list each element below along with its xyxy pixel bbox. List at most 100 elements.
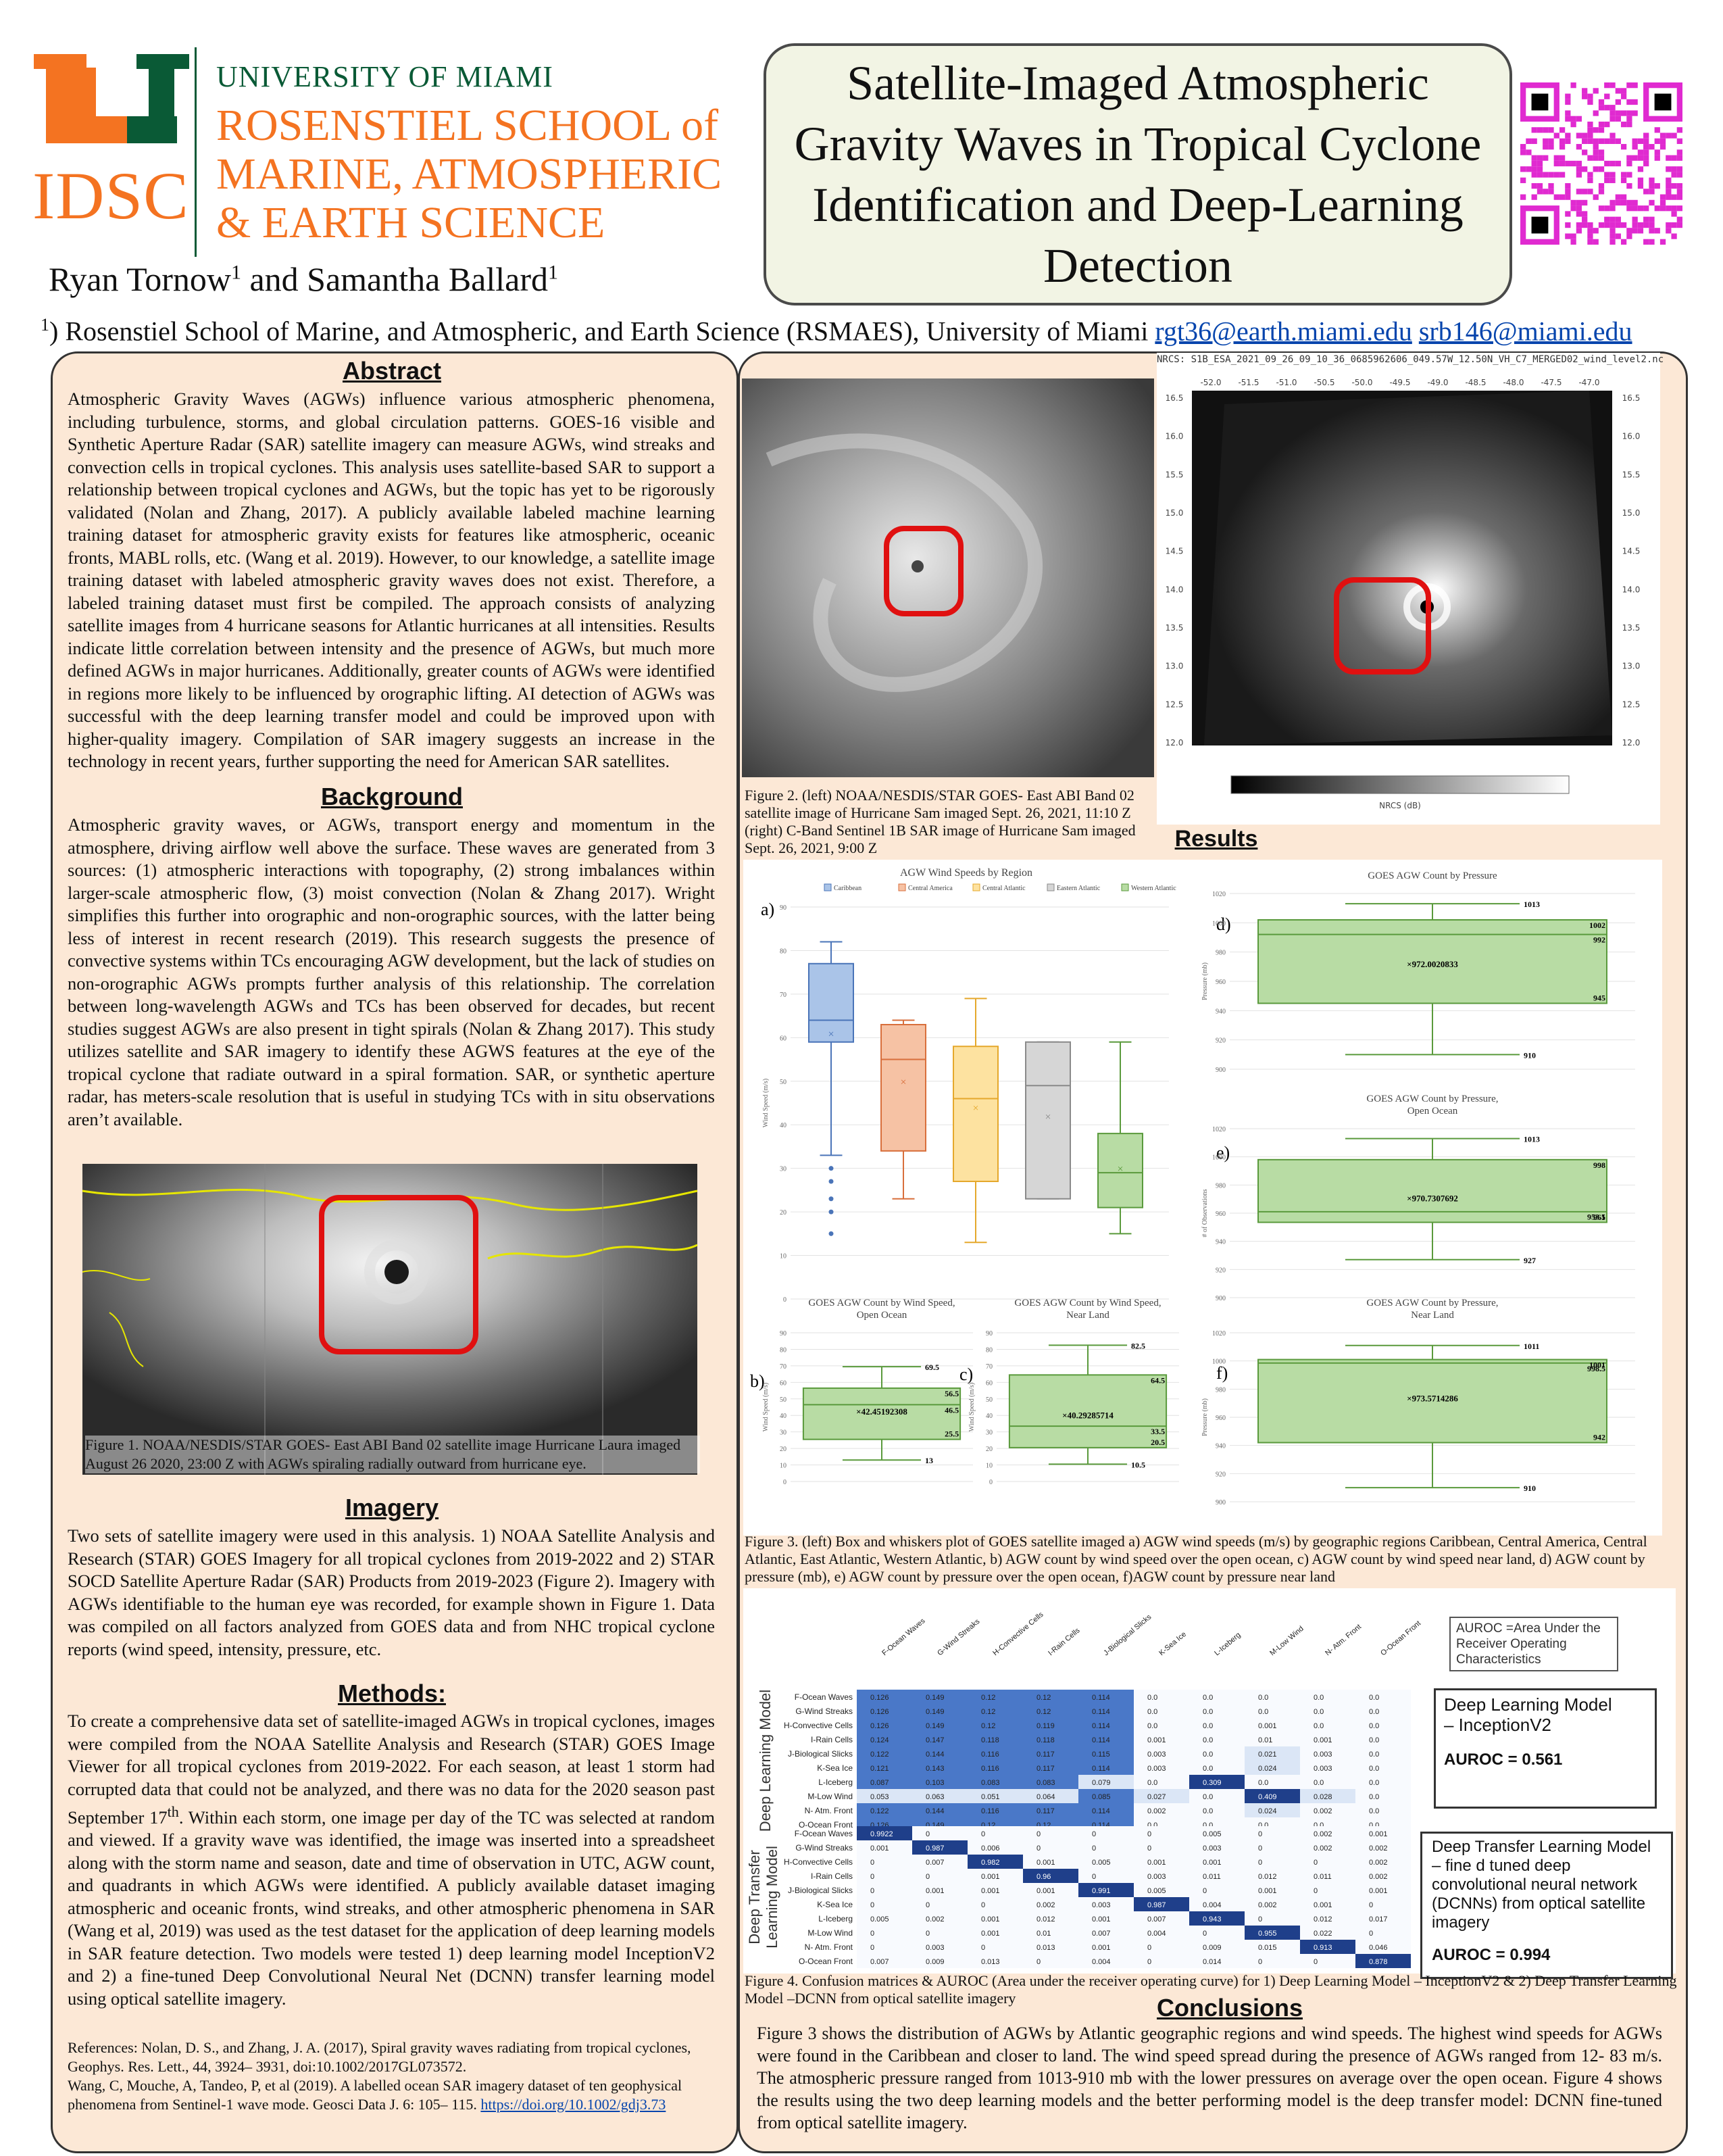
matrix-cell: [912, 1746, 968, 1761]
chart-title: Open Ocean: [1407, 1106, 1458, 1117]
qr-module: [1615, 216, 1621, 222]
matrix-cell: [1300, 1855, 1355, 1869]
matrix-column-header: F-Ocean Waves: [880, 1617, 927, 1657]
qr-module: [1548, 189, 1554, 195]
qr-module: [1609, 82, 1616, 89]
data-label: 10.5: [1131, 1460, 1145, 1469]
qr-module: [1526, 149, 1532, 155]
matrix-cell-value: 0.024: [1258, 1765, 1277, 1773]
qr-module: [1582, 132, 1588, 139]
matrix-cell: [1245, 1940, 1300, 1954]
matrix-cell-value: 0.0: [1203, 1694, 1213, 1702]
matrix-cell: [1245, 1926, 1300, 1940]
matrix-cell: [857, 1704, 912, 1718]
matrix-cell: [1245, 1911, 1300, 1926]
qr-module: [1531, 160, 1537, 167]
matrix-cell: [1078, 1855, 1134, 1869]
qr-module: [1620, 144, 1627, 150]
qr-module: [1632, 82, 1638, 89]
qr-module: [1604, 177, 1610, 183]
qr-module: [1531, 172, 1537, 178]
matrix-cell-value: 0: [870, 1873, 874, 1881]
qr-module: [1666, 189, 1672, 195]
sar-plot: -52.0-51.5-51.0-50.5-50.0-49.5-49.0-48.5…: [1166, 378, 1641, 810]
matrix-cell: [912, 1803, 968, 1817]
mean-marker: ×: [828, 1029, 834, 1040]
matrix-cell-value: 0.0: [1314, 1694, 1324, 1702]
qr-module: [1570, 121, 1576, 128]
qr-module: [1649, 199, 1655, 206]
matrix-cell-value: 0: [981, 1944, 985, 1952]
email-link[interactable]: srb146@miami.edu: [1418, 316, 1632, 347]
email-link[interactable]: rgt36@earth.miami.edu: [1155, 316, 1412, 347]
y-tick-label: 0: [783, 1296, 786, 1304]
matrix-column-header: I-Rain Cells: [1047, 1626, 1082, 1657]
matrix-cell-value: 0.0: [1369, 1750, 1379, 1759]
qr-code[interactable]: [1520, 82, 1682, 245]
qr-module: [1676, 155, 1682, 161]
qr-module: [1626, 116, 1632, 122]
mean-label: ×970.7307692: [1407, 1194, 1458, 1204]
qr-module: [1626, 160, 1632, 167]
qr-module: [1582, 88, 1588, 94]
qr-module: [1520, 177, 1526, 183]
author-list: Ryan Tornow1 and Samantha Ballard1: [49, 260, 558, 299]
qr-module: [1676, 138, 1682, 145]
qr-module: [1520, 194, 1526, 200]
y-axis-label: # of Observations: [1201, 1189, 1209, 1237]
matrix-cell-value: 0.003: [1314, 1765, 1332, 1773]
chart-f: f)GOES AGW Count by Pressure,Near Land90…: [1201, 1298, 1635, 1506]
chart-title: GOES AGW Count by Wind Speed,: [808, 1298, 955, 1308]
mean-label: ×42.45192308: [856, 1406, 907, 1417]
affiliation-text: ) Rosenstiel School of Marine, and Atmos…: [49, 316, 1155, 347]
qr-module: [1649, 177, 1655, 183]
matrix-row-header: J-Biological Slicks: [788, 1886, 853, 1895]
matrix-cell-value: 0.001: [926, 1887, 945, 1895]
legend-label: Eastern Atlantic: [1057, 885, 1101, 892]
qr-module: [1559, 155, 1566, 161]
y-tick-label: 980: [1216, 1386, 1226, 1394]
matrix-column-header: G-Wind Streaks: [936, 1617, 982, 1657]
matrix-cell-value: 0.0: [1203, 1807, 1213, 1815]
qr-module: [1565, 110, 1571, 116]
chart-title: Open Ocean: [857, 1310, 907, 1321]
matrix-cell-value: 0.0: [1147, 1708, 1157, 1716]
matrix-cell-value: 0.0: [1369, 1793, 1379, 1801]
sar-tick-label: 13.5: [1622, 623, 1641, 633]
matrix-cell: [1078, 1826, 1134, 1840]
matrix-cell-value: 0.014: [1203, 1958, 1222, 1966]
qr-module: [1526, 138, 1532, 145]
matrix-cell-value: 0.001: [1203, 1859, 1222, 1867]
matrix-cell: [1189, 1704, 1245, 1718]
poster-title-box: Satellite-Imaged Atmospheric Gravity Wav…: [764, 43, 1512, 305]
box: [802, 1387, 962, 1440]
matrix-cell: [1189, 1855, 1245, 1869]
y-tick-label: 40: [780, 1413, 786, 1420]
panel-label: e): [1216, 1143, 1230, 1162]
matrix-cell-value: 0.001: [981, 1915, 1000, 1924]
reference-doi-link[interactable]: https://doi.org/10.1002/gdj3.73: [480, 2096, 666, 2113]
matrix-cell-value: 0.126: [870, 1708, 889, 1716]
author-affiliation-mark: 1: [230, 261, 241, 284]
matrix-cell-value: 0.024: [1258, 1807, 1277, 1815]
legend-swatch: [824, 883, 832, 891]
matrix-cell: [968, 1826, 1023, 1840]
matrix-cell: [857, 1954, 912, 1968]
matrix-cell-value: 0.002: [1258, 1901, 1277, 1909]
school-name: ROSENSTIEL SCHOOL of MARINE, ATMOSPHERIC…: [216, 101, 722, 247]
qr-module: [1676, 149, 1682, 155]
qr-module: [1654, 138, 1660, 145]
matrix-cell: [1355, 1954, 1411, 1968]
matrix-cell-value: 0.001: [870, 1844, 889, 1853]
matrix-cell: [912, 1826, 968, 1840]
qr-module: [1537, 166, 1543, 172]
qr-module: [1565, 116, 1571, 122]
matrix-cell: [1023, 1826, 1078, 1840]
matrix-cell-value: 0.12: [1037, 1708, 1051, 1716]
qr-finder: [1654, 93, 1672, 111]
matrix-cell: [912, 1954, 968, 1968]
matrix-cell: [1134, 1761, 1189, 1775]
matrix-cell: [968, 1855, 1023, 1869]
matrix-cell-value: 0.001: [1037, 1887, 1055, 1895]
qr-module: [1565, 211, 1571, 217]
